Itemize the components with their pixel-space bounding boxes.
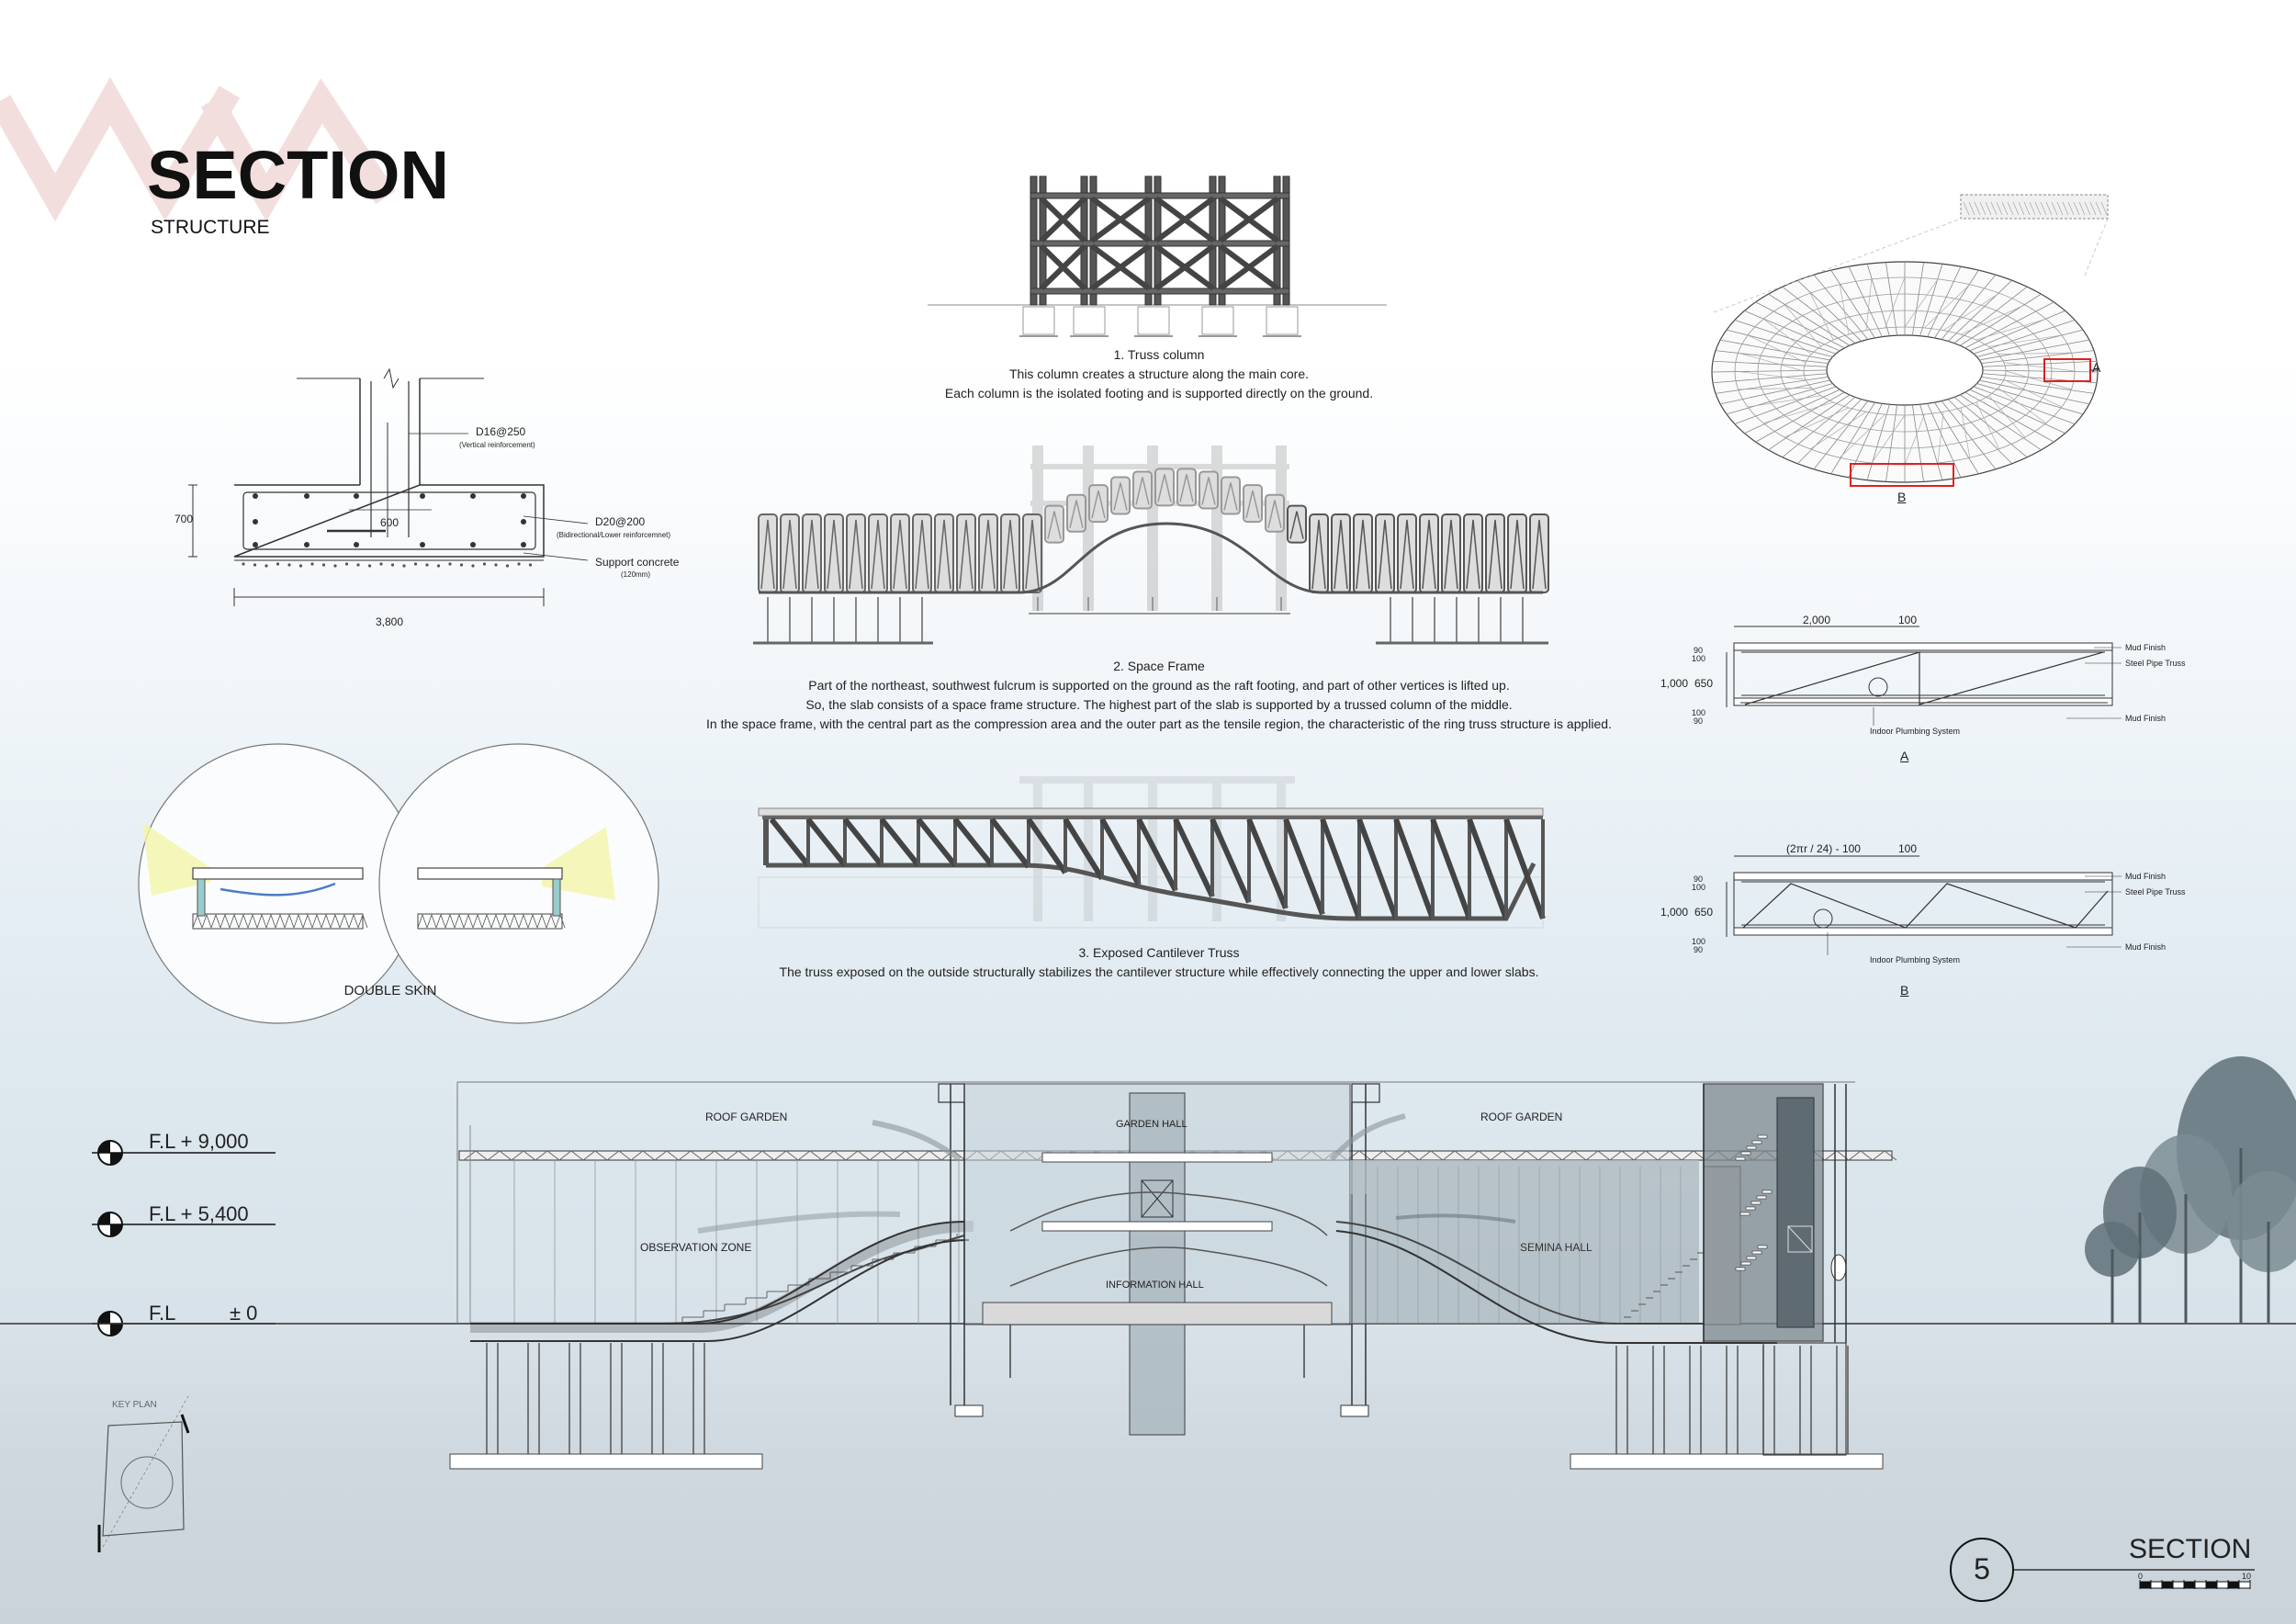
ring-plan-drawing	[1711, 194, 2109, 487]
support-concrete-label: Support concrete	[595, 556, 680, 569]
sheet-number: 5	[1974, 1552, 1990, 1585]
footing-inner-dim: 600	[380, 516, 400, 529]
page-title: SECTION	[147, 137, 449, 213]
detail-b-d1000: 1,000	[1660, 906, 1689, 919]
main-building-section	[0, 1081, 2296, 1470]
detail-b-d90a: 90	[1694, 874, 1704, 884]
detail-a-steel: Steel Pipe Truss	[2125, 659, 2186, 668]
space-frame-drawing	[753, 445, 1549, 645]
detail-b-mud-bottom: Mud Finish	[2125, 942, 2167, 952]
cantilever-line: The truss exposed on the outside structu…	[779, 964, 1539, 979]
detail-b-label: B	[1900, 983, 1909, 998]
truss-column-line-2: Each column is the isolated footing and …	[944, 386, 1374, 400]
footing-detail-drawing	[188, 367, 589, 606]
space-frame-line-1: Part of the northeast, southwest fulcrum…	[808, 678, 1510, 693]
ring-label-a: A	[2092, 360, 2101, 375]
detail-b-mud-top: Mud Finish	[2125, 872, 2167, 881]
detail-a-dim-top: 2,000	[1803, 614, 1831, 626]
roof-garden-left-label: ROOF GARDEN	[705, 1111, 788, 1123]
detail-a-d100a: 100	[1692, 654, 1706, 663]
scale-start: 0	[2138, 1572, 2144, 1581]
detail-a-d90b: 90	[1694, 716, 1704, 726]
support-concrete-note: (120mm)	[621, 570, 651, 579]
detail-a-mud-bottom: Mud Finish	[2125, 714, 2167, 723]
truss-column-drawing	[928, 175, 1387, 337]
detail-b-drawing	[1726, 855, 2122, 955]
roof-garden-right-label: ROOF GARDEN	[1480, 1111, 1563, 1123]
level-5400-label: F.L + 5,400	[149, 1202, 249, 1225]
footer-title: SECTION	[2129, 1534, 2252, 1564]
key-plan-label: KEY PLAN	[112, 1400, 157, 1410]
space-frame-line-2: So, the slab consists of a space frame s…	[805, 697, 1513, 712]
detail-a-d1000: 1,000	[1660, 677, 1689, 690]
ring-label-b: B	[1897, 490, 1907, 504]
detail-a-mud-top: Mud Finish	[2125, 643, 2167, 652]
detail-b-d90b: 90	[1694, 945, 1704, 954]
detail-b-plumbing: Indoor Plumbing System	[1870, 955, 1961, 964]
detail-a-d90a: 90	[1694, 646, 1704, 655]
double-skin-label: DOUBLE SKIN	[343, 983, 437, 998]
rebar-vertical-note: (Vertical reinforcement)	[459, 441, 535, 449]
detail-b-d100a: 100	[1692, 883, 1706, 892]
garden-hall-label: GARDEN HALL	[1116, 1119, 1187, 1130]
scale-end: 10	[2242, 1572, 2252, 1581]
cantilever-title: 3. Exposed Cantilever Truss	[1078, 945, 1240, 960]
footing-width-dim: 3,800	[376, 615, 404, 628]
level-9000-label: F.L + 9,000	[149, 1130, 249, 1153]
observation-zone-label: OBSERVATION ZONE	[640, 1241, 752, 1254]
detail-b-steel: Steel Pipe Truss	[2125, 887, 2186, 897]
detail-a-d100b: 100	[1692, 708, 1706, 717]
footing-height-dim: 700	[174, 513, 194, 525]
page-subtitle: STRUCTURE	[151, 217, 270, 238]
space-frame-title: 2. Space Frame	[1113, 659, 1205, 673]
detail-b-d100b: 100	[1692, 937, 1706, 946]
rebar-vertical-label: D16@250	[476, 425, 526, 438]
detail-a-label: A	[1900, 749, 1909, 763]
detail-b-d650: 650	[1694, 906, 1714, 919]
semina-hall-label: SEMINA HALL	[1520, 1241, 1593, 1254]
truss-column-title: 1. Truss column	[1113, 347, 1205, 362]
truss-column-line-1: This column creates a structure along th…	[1008, 367, 1310, 381]
detail-a-d650: 650	[1694, 677, 1714, 690]
rebar-lower-label: D20@200	[595, 515, 646, 528]
watermark-chevrons	[0, 76, 396, 222]
rebar-lower-note: (Bidirectional/Lower reinforcemnet)	[557, 531, 671, 539]
cantilever-truss-drawing	[758, 776, 1546, 929]
double-skin-diagram	[138, 743, 659, 1024]
detail-a-plumbing: Indoor Plumbing System	[1870, 727, 1961, 736]
tree-silhouettes	[2085, 1056, 2296, 1323]
key-plan-drawing	[97, 1395, 190, 1552]
level-0-value: ± 0	[230, 1302, 258, 1325]
detail-b-dim-top2: 100	[1898, 842, 1918, 855]
detail-b-dim-top: (2πr / 24) - 100	[1786, 842, 1861, 855]
information-hall-label: INFORMATION HALL	[1106, 1280, 1204, 1291]
space-frame-line-3: In the space frame, with the central par…	[706, 716, 1612, 731]
detail-a-drawing	[1726, 626, 2122, 726]
footer-marks	[1950, 1538, 2255, 1602]
detail-a-dim-top2: 100	[1898, 614, 1918, 626]
level-0-label: F.L	[149, 1302, 176, 1325]
